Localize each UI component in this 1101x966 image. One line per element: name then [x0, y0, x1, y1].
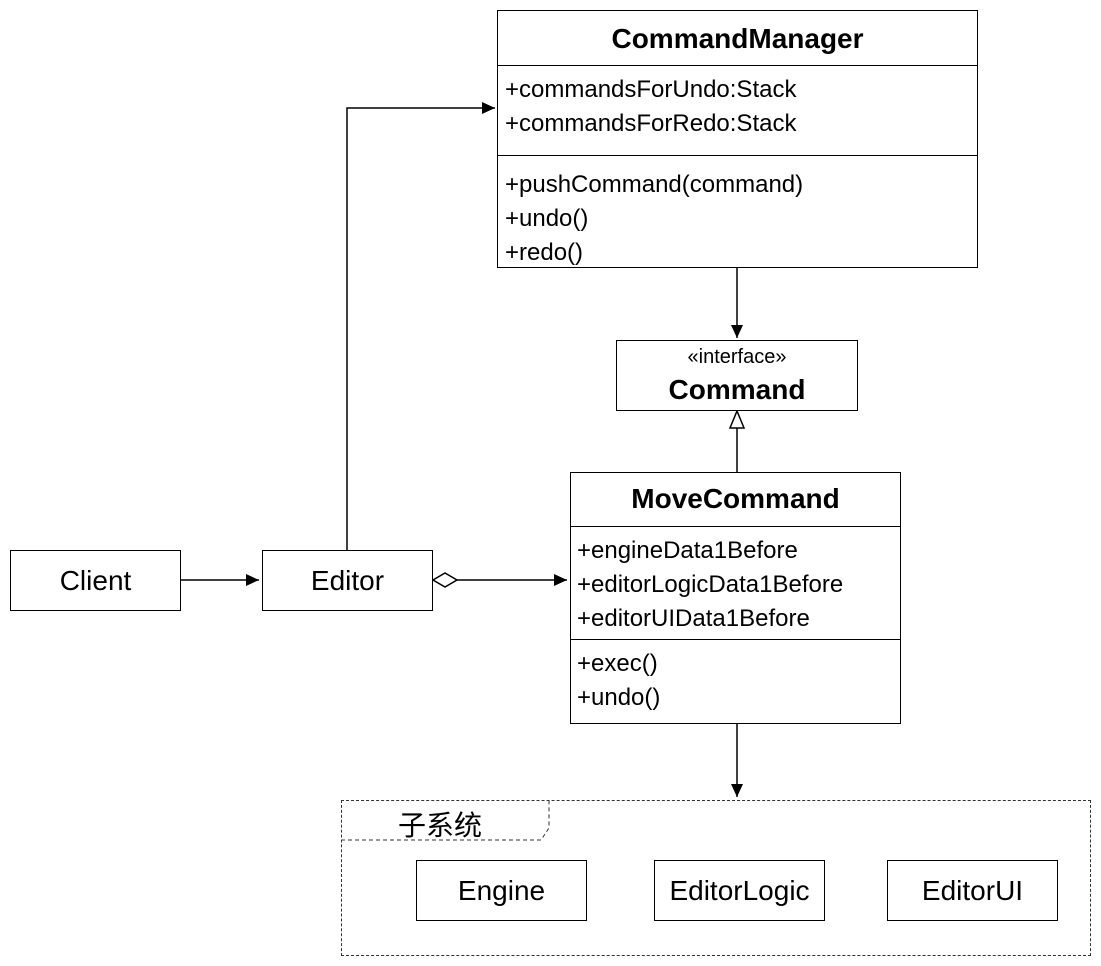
realization-triangle — [728, 409, 746, 429]
interface-stereotype: «interface» — [687, 346, 787, 368]
editor-box[interactable]: Editor — [262, 550, 433, 611]
client-box[interactable]: Client — [10, 550, 181, 611]
commandmanager-class[interactable]: CommandManager +commandsForUndo:Stack +c… — [497, 10, 978, 268]
commandmanager-attributes: +commandsForUndo:Stack +commandsForRedo:… — [505, 73, 796, 141]
method: +redo() — [505, 239, 584, 266]
divider — [498, 155, 977, 156]
editor-label: Editor — [310, 564, 385, 596]
editorlogic-box[interactable]: EditorLogic — [654, 860, 825, 921]
subsystem-package[interactable] — [341, 800, 1091, 956]
aggregation-diamond — [431, 572, 459, 588]
method: +undo() — [505, 205, 589, 232]
command-interface[interactable]: «interface» Command — [616, 340, 858, 411]
attribute: +engineData1Before — [577, 537, 798, 564]
movecommand-title: MoveCommand — [631, 483, 840, 514]
movecommand-class[interactable]: MoveCommand +engineData1Before +editorLo… — [570, 472, 901, 724]
editor-to-commandmanager-arrow — [346, 102, 495, 550]
client-label: Client — [59, 564, 132, 596]
method: +pushCommand(command) — [505, 171, 804, 198]
divider — [571, 526, 900, 527]
engine-box[interactable]: Engine — [416, 860, 587, 921]
divider — [571, 639, 900, 640]
package-tab-outline — [341, 800, 550, 841]
attribute: +commandsForUndo:Stack — [505, 76, 797, 103]
editorui-label: EditorUI — [921, 874, 1024, 906]
commandmanager-methods: +pushCommand(command) +undo() +redo() — [505, 168, 803, 270]
command-title: Command — [668, 374, 806, 405]
method: +undo() — [577, 684, 661, 711]
attribute: +editorLogicData1Before — [577, 571, 844, 598]
subsystem-label: 子系统 — [398, 810, 483, 841]
method: +exec() — [577, 650, 658, 677]
attribute: +commandsForRedo:Stack — [505, 110, 797, 137]
divider — [498, 65, 977, 66]
editorlogic-label: EditorLogic — [669, 874, 810, 906]
editorui-box[interactable]: EditorUI — [887, 860, 1058, 921]
movecommand-attributes: +engineData1Before +editorLogicData1Befo… — [577, 534, 843, 636]
attribute: +editorUIData1Before — [577, 605, 810, 632]
commandmanager-title: CommandManager — [611, 23, 864, 54]
movecommand-methods: +exec() +undo() — [577, 647, 660, 715]
engine-label: Engine — [457, 874, 546, 906]
